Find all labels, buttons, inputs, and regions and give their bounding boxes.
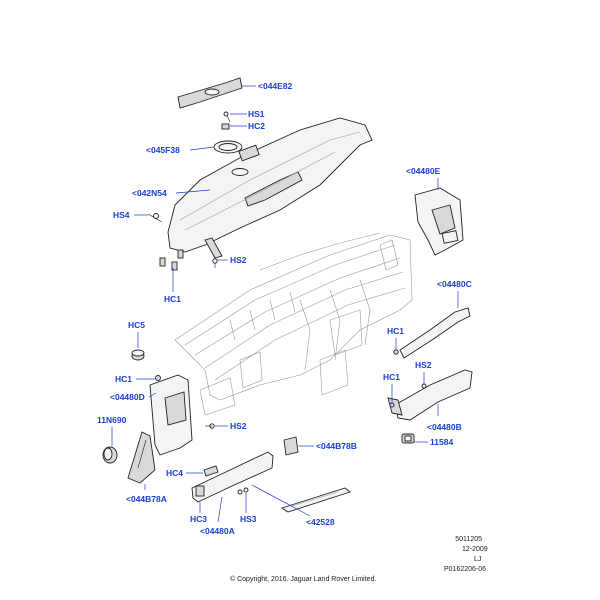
callout-hs1[interactable]: HS1 — [248, 109, 265, 119]
left-end-panel — [149, 374, 193, 456]
callout-hc1-upper[interactable]: HC1 — [164, 294, 181, 304]
callout-hc5[interactable]: HC5 — [128, 320, 145, 330]
dashboard-frame-ghost — [174, 232, 413, 416]
upper-dash-panel — [167, 117, 373, 259]
callout-04480B[interactable]: <04480B — [427, 422, 462, 432]
callout-hc1-right-lower[interactable]: HC1 — [383, 372, 400, 382]
lower-glove-bar-04480A — [191, 451, 274, 503]
callout-hc3[interactable]: HC3 — [190, 514, 207, 524]
callout-hs4[interactable]: HS4 — [113, 210, 130, 220]
connector-11584 — [401, 433, 415, 444]
right-upper-bezel — [414, 187, 464, 256]
hc1-clip-right-lower — [389, 402, 395, 408]
hs2-screw-upper — [212, 258, 218, 268]
speaker-ring — [213, 140, 243, 154]
hs3-screws — [237, 487, 249, 495]
ref-code-lj: LJ — [474, 556, 481, 563]
end-cap-044B78A — [127, 431, 156, 484]
leader-lines — [111, 85, 459, 523]
callout-04480D[interactable]: <04480D — [110, 392, 145, 402]
hc1-clip-cluster — [159, 249, 184, 271]
callout-04480E[interactable]: <04480E — [406, 166, 441, 176]
right-trim-strip — [399, 307, 471, 359]
callout-11N690[interactable]: 11N690 — [97, 415, 127, 425]
right-lower-bar — [387, 369, 473, 421]
callout-hc1-right[interactable]: HC1 — [387, 326, 404, 336]
callout-hs2-upper[interactable]: HS2 — [230, 255, 247, 265]
top-trim-panel — [177, 77, 243, 109]
callout-042N54[interactable]: <042N54 — [132, 188, 167, 198]
callout-11584[interactable]: 11584 — [430, 437, 453, 447]
hs2-screw-left — [205, 423, 215, 429]
callout-hc1-left[interactable]: HC1 — [115, 374, 132, 384]
callout-hs3[interactable]: HS3 — [240, 514, 257, 524]
callout-hc2[interactable]: HC2 — [248, 121, 265, 131]
callout-hs2-left[interactable]: HS2 — [230, 421, 247, 431]
sill-plate-42528 — [280, 487, 351, 513]
clip-044B78B — [283, 436, 299, 456]
copyright-text: © Copyright, 2016. Jaguar Land Rover Lim… — [230, 575, 376, 583]
hs2-screw-right — [421, 383, 427, 389]
callout-42528[interactable]: <42528 — [306, 517, 335, 527]
ref-code-1: 5011205 — [455, 536, 482, 543]
callout-045F38[interactable]: <045F38 — [146, 145, 180, 155]
ref-illustration-id: P0162206-06 — [444, 566, 486, 573]
hc1-clip-right — [393, 349, 399, 355]
hc4-clip — [203, 465, 219, 477]
callout-044B78B[interactable]: <044B78B — [316, 441, 357, 451]
knob-11N690 — [102, 446, 118, 464]
callout-04480A[interactable]: <04480A — [200, 526, 235, 536]
callout-044E82[interactable]: <044E82 — [258, 81, 293, 91]
hs1-screw — [223, 111, 231, 123]
ref-date: 12-2009 — [462, 546, 488, 553]
callout-hs2-right[interactable]: HS2 — [415, 360, 432, 370]
hs4-screw — [147, 213, 163, 223]
callout-hc4[interactable]: HC4 — [166, 468, 183, 478]
callout-04480C[interactable]: <04480C — [437, 279, 472, 289]
callout-044B78A[interactable]: <044B78A — [126, 494, 167, 504]
hc2-clip — [221, 123, 230, 130]
hc5-grommet — [131, 349, 145, 361]
hc1-clip-left — [155, 375, 161, 381]
